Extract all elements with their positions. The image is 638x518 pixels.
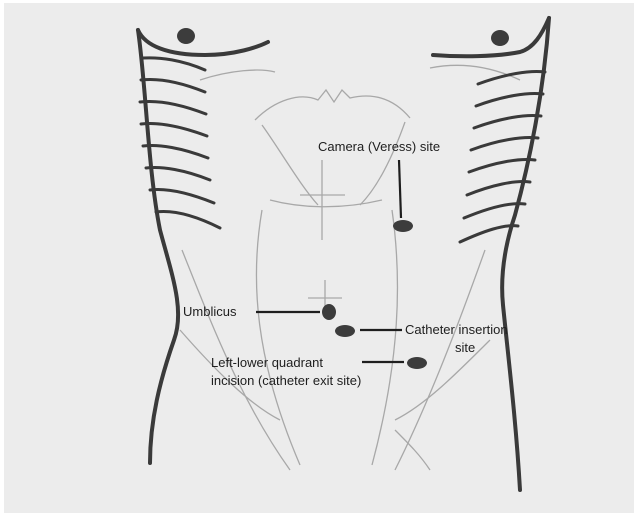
catheter-insertion-marker [335,325,355,337]
paper-background [4,3,634,513]
umbilicus-marker [322,304,336,320]
llq-incision-label: Left-lower quadrant [211,355,323,370]
catheter-insertion-label: Catheter insertion [405,322,508,337]
umbilicus-label: Umblicus [183,304,237,319]
camera-site-marker [393,220,413,232]
llq-incision-label-line2: incision (catheter exit site) [211,373,361,388]
catheter-exit-marker [407,357,427,369]
camera-site-label: Camera (Veress) site [318,139,440,154]
right-nipple-mark [491,30,509,46]
left-nipple-mark [177,28,195,44]
catheter-insertion-label-line2: site [455,340,475,355]
